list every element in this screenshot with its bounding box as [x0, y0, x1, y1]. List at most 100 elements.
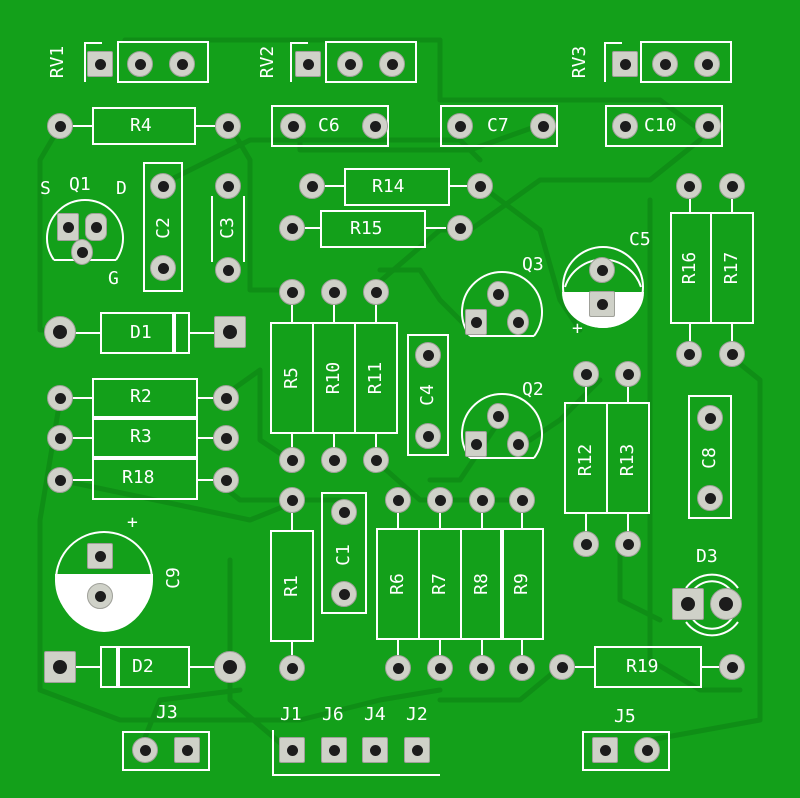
q1-label: Q1 — [69, 174, 91, 195]
rv2-label: RV2 — [257, 45, 278, 79]
r7-pad-2 — [427, 655, 453, 681]
r1-pad-1 — [279, 487, 305, 513]
r2-pad-1 — [47, 385, 73, 411]
q3-pad-2 — [465, 309, 487, 335]
j4-label: J4 — [364, 704, 386, 725]
r15-pad-1 — [279, 215, 305, 241]
d2-pad-a — [214, 651, 246, 683]
r13-label: R13 — [617, 443, 638, 477]
c3-label: C3 — [217, 217, 238, 239]
c9-label: C9 — [163, 567, 184, 589]
q2-pad-3 — [507, 431, 529, 457]
rv3-pad-2 — [652, 51, 678, 77]
r11-pad-2 — [363, 447, 389, 473]
r17-pad-2 — [719, 341, 745, 367]
c8-pad-1 — [697, 405, 723, 431]
r9-pad-1 — [509, 487, 535, 513]
r7-label: R7 — [429, 573, 450, 595]
d3-pad-k — [672, 588, 704, 620]
c6-pad-2 — [362, 113, 388, 139]
r12-pad-1 — [573, 361, 599, 387]
r3-pad-2 — [213, 425, 239, 451]
j5-pad-1 — [592, 737, 618, 763]
r2-label: R2 — [130, 386, 152, 407]
d2-pad-k — [44, 651, 76, 683]
r18-pad-2 — [213, 467, 239, 493]
r13-pad-2 — [615, 531, 641, 557]
j1-pad — [279, 737, 305, 763]
rv1-pad-1 — [87, 51, 113, 77]
j3-pad-1 — [132, 737, 158, 763]
r11-pad-1 — [363, 279, 389, 305]
r5-pad-2 — [279, 447, 305, 473]
r19-pad-2 — [719, 654, 745, 680]
q2-outline — [461, 393, 543, 459]
c5-pad-2 — [589, 291, 615, 317]
r16-pad-1 — [676, 173, 702, 199]
r19-pad-1 — [549, 654, 575, 680]
r3-label: R3 — [130, 426, 152, 447]
r18-label: R18 — [122, 467, 155, 488]
r18-pad-1 — [47, 467, 73, 493]
r2-pad-2 — [213, 385, 239, 411]
d3-pad-a — [710, 588, 742, 620]
r8-pad-1 — [469, 487, 495, 513]
c1-pad-2 — [331, 581, 357, 607]
q2-pad-1 — [487, 403, 509, 429]
j2-pad — [404, 737, 430, 763]
r15-pad-2 — [447, 215, 473, 241]
r9-label: R9 — [511, 573, 532, 595]
rv1-pad-3 — [169, 51, 195, 77]
r17-pad-1 — [719, 173, 745, 199]
q3-pad-1 — [487, 281, 509, 307]
r4-label: R4 — [130, 115, 152, 136]
j6-pad — [321, 737, 347, 763]
r10-pad-1 — [321, 279, 347, 305]
rv3-label: RV3 — [569, 45, 590, 79]
c3-pad-2 — [215, 257, 241, 283]
c2-pad-2 — [150, 255, 176, 281]
header-underline — [272, 774, 440, 776]
r5-pad-1 — [279, 279, 305, 305]
c10-label: C10 — [644, 115, 677, 136]
d1-pad-k — [214, 316, 246, 348]
j3-label: J3 — [156, 702, 178, 723]
r14-pad-1 — [299, 173, 325, 199]
r13-pad-1 — [615, 361, 641, 387]
r17-label: R17 — [721, 251, 742, 285]
r4-pad-2 — [215, 113, 241, 139]
c5-label: C5 — [629, 229, 651, 250]
d3-label: D3 — [696, 546, 718, 567]
r9-pad-2 — [509, 655, 535, 681]
rv1-pad-2 — [127, 51, 153, 77]
c4-pad-1 — [415, 342, 441, 368]
j2-label: J2 — [406, 704, 428, 725]
c8-label: C8 — [699, 447, 720, 469]
d1-pad-a — [44, 316, 76, 348]
r14-pad-2 — [467, 173, 493, 199]
c10-pad-1 — [612, 113, 638, 139]
c3-pad-1 — [215, 173, 241, 199]
c5-plus-label: + — [572, 318, 583, 339]
r12-pad-2 — [573, 531, 599, 557]
c2-pad-1 — [150, 173, 176, 199]
c9-pad-2 — [87, 583, 113, 609]
j5-pad-2 — [634, 737, 660, 763]
r11-label: R11 — [365, 361, 386, 395]
d1-label: D1 — [130, 322, 152, 343]
j4-pad — [362, 737, 388, 763]
c4-pad-2 — [415, 423, 441, 449]
rv1-label: RV1 — [47, 45, 68, 79]
c7-pad-2 — [530, 113, 556, 139]
r3-pad-1 — [47, 425, 73, 451]
r7-pad-1 — [427, 487, 453, 513]
r6-pad-2 — [385, 655, 411, 681]
rv3-pad-1 — [612, 51, 638, 77]
r10-pad-2 — [321, 447, 347, 473]
q3-outline — [461, 271, 543, 337]
r19-label: R19 — [626, 656, 659, 677]
c5-pad-1 — [589, 257, 615, 283]
r16-pad-2 — [676, 341, 702, 367]
q3-label: Q3 — [522, 254, 544, 275]
